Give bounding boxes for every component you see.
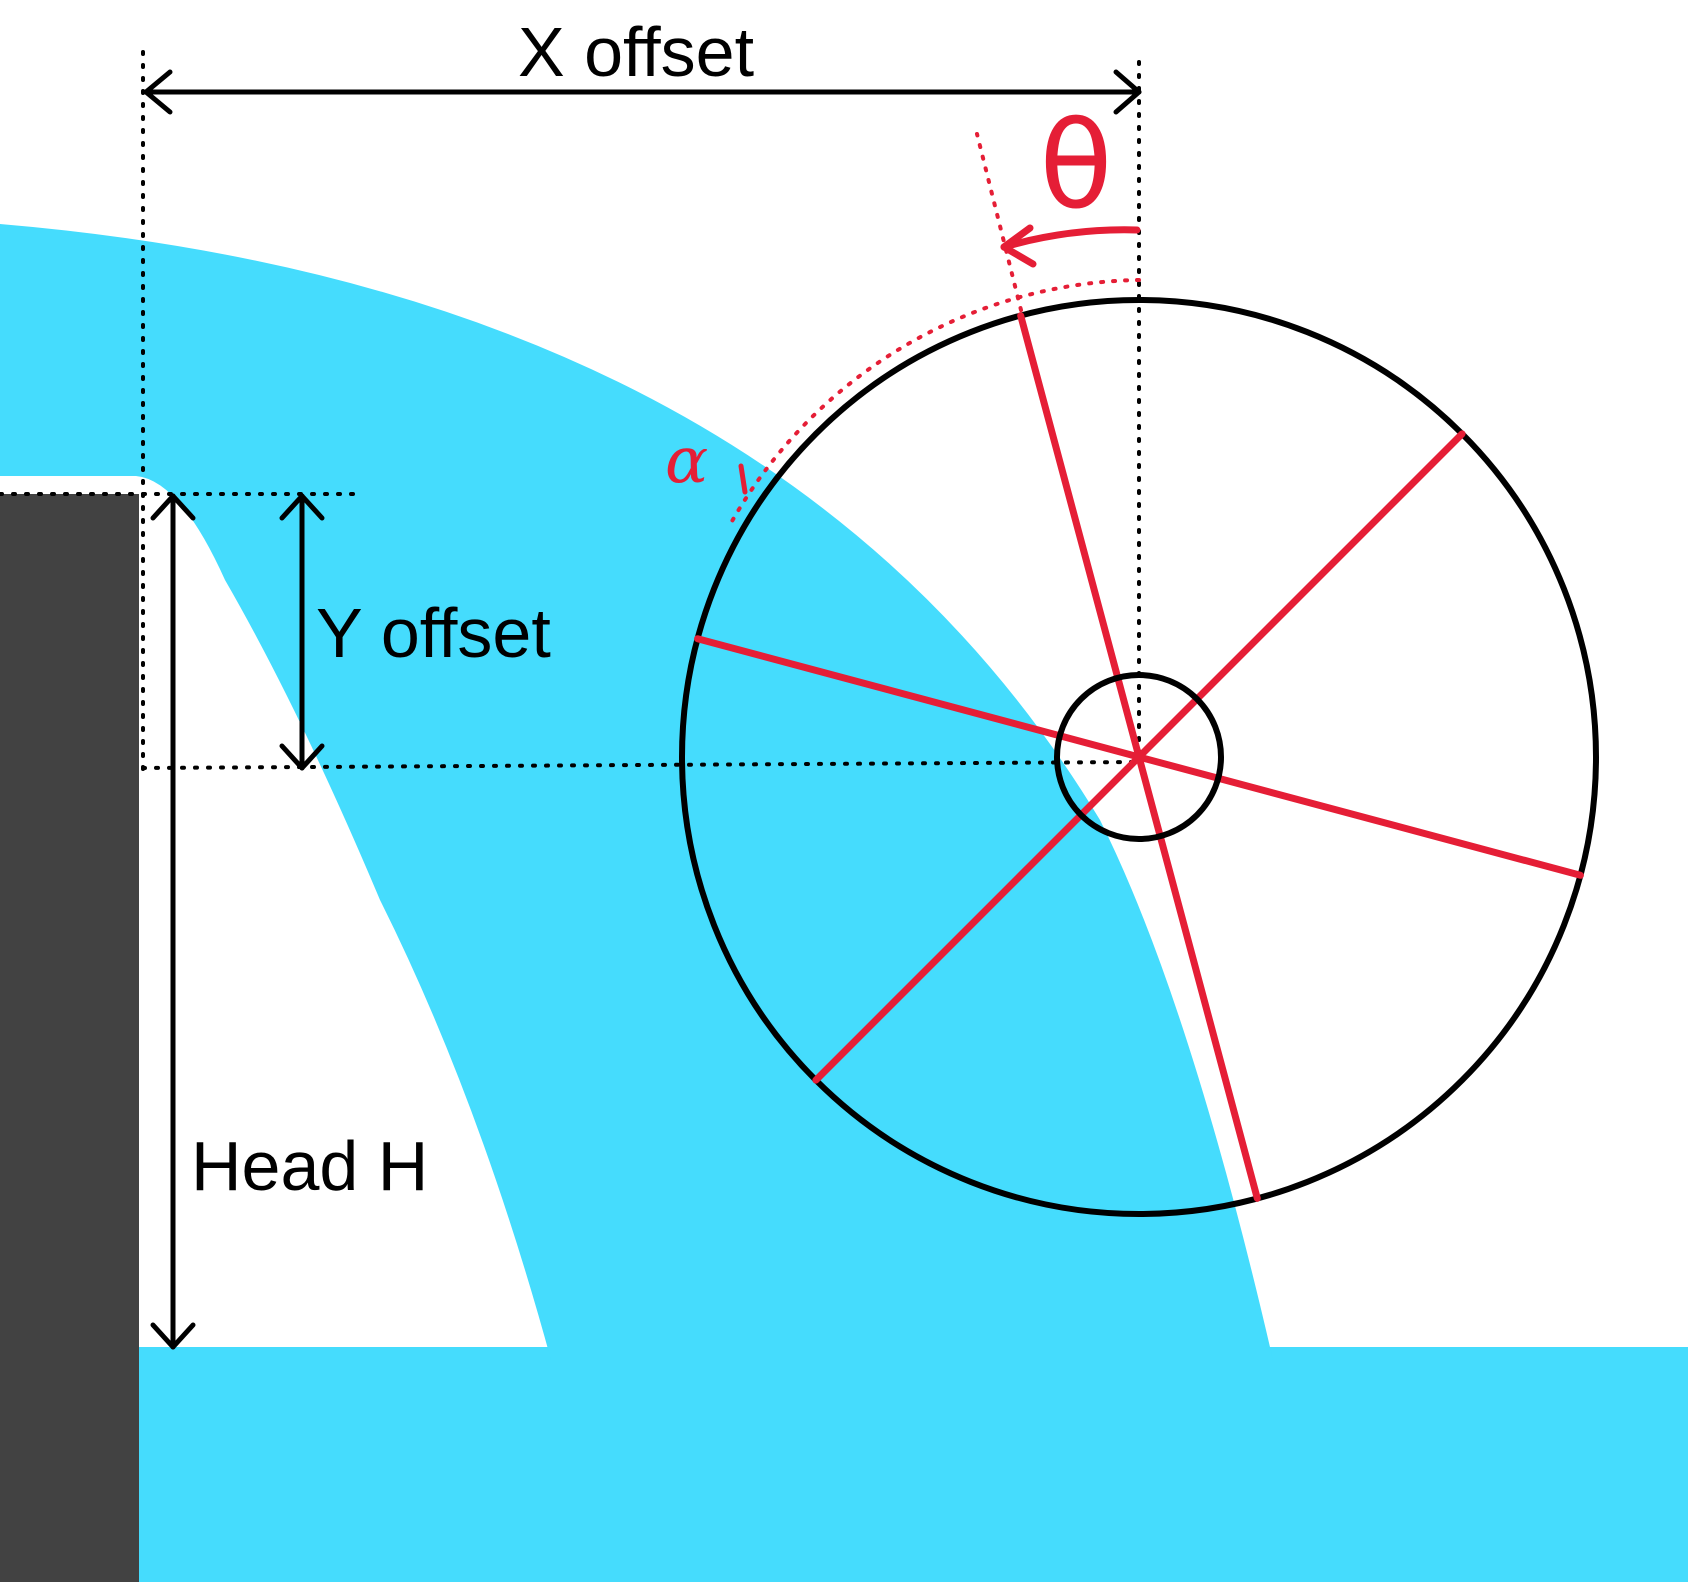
dam-wall — [0, 494, 139, 1582]
y-offset-label: Y offset — [316, 594, 551, 672]
reference-lines — [0, 50, 1141, 772]
alpha-arc — [729, 278, 1141, 525]
theta-label: θ — [1039, 97, 1112, 236]
wheel-spoke — [812, 430, 1466, 1084]
alpha-label: α — [665, 424, 708, 498]
theta-reference-line — [975, 132, 1023, 312]
water-pool — [136, 1347, 1688, 1582]
alpha-subscript-mark — [738, 463, 748, 495]
water-jet — [0, 224, 1273, 1360]
y-offset-arrow — [279, 493, 325, 771]
x-offset-label: X offset — [518, 13, 754, 91]
head-arrow — [150, 493, 196, 1350]
wheel-spokes — [694, 312, 1584, 1202]
head-label: Head H — [191, 1127, 428, 1205]
wheel-rim — [679, 297, 1599, 1217]
wheel-hub — [1054, 672, 1224, 842]
theta-arrow — [1000, 224, 1141, 268]
reference-line-axle-horizontal — [141, 760, 1141, 770]
x-offset-arrow — [143, 69, 1142, 115]
